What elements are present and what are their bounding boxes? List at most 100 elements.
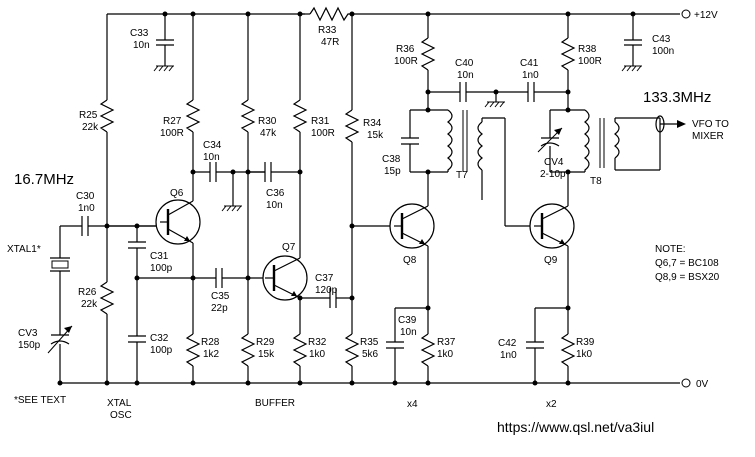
component-label-components-r34-value: 15k xyxy=(367,130,384,141)
x4-label: x4 xyxy=(407,399,418,410)
component-label-components-c31-ref: C31 xyxy=(150,251,169,262)
resistor-r26 xyxy=(99,281,115,315)
resistor-r36 xyxy=(420,37,436,71)
component-label-components-c38-ref: C38 xyxy=(382,154,401,165)
component-label-components-r36-ref: R36 xyxy=(396,44,415,55)
x2-label: x2 xyxy=(546,399,557,410)
ground-terminal xyxy=(681,378,691,388)
component-label-components-c33-value: 10n xyxy=(133,40,150,51)
component-label-components-r38-value: 100R xyxy=(578,56,602,67)
component-label-components-c42-value: 1n0 xyxy=(500,350,517,361)
resistor-r30 xyxy=(240,99,256,133)
capacitor-c41 xyxy=(527,82,535,102)
component-label-components-r39-ref: R39 xyxy=(576,337,595,348)
component-label-components-c37-ref: C37 xyxy=(315,273,334,284)
component-label-components-r38-ref: R38 xyxy=(578,44,597,55)
output-arrow xyxy=(677,120,686,128)
osc-label: OSC xyxy=(110,410,132,421)
positive-terminal xyxy=(681,9,691,19)
component-label-components-c43-value: 100n xyxy=(652,46,674,57)
component-label-components-r25-ref: R25 xyxy=(79,110,98,121)
coil-t7-secondary xyxy=(477,121,483,171)
resistor-r37 xyxy=(420,333,436,367)
junction-dots xyxy=(57,11,636,386)
source-url: https://www.qsl.net/va3iul xyxy=(497,419,654,435)
component-label-components-c34-ref: C34 xyxy=(203,140,222,151)
component-label-components-cv3-value: 150p xyxy=(18,340,41,351)
transistor-q6 xyxy=(155,199,201,245)
component-label-components-c30-ref: C30 xyxy=(76,191,95,202)
component-label-components-r35-ref: R35 xyxy=(360,337,379,348)
resistor-r27 xyxy=(185,99,201,133)
component-label-components-c35-value: 22p xyxy=(211,303,228,314)
component-label-components-c41-value: 1n0 xyxy=(522,70,539,81)
capacitor-c40 xyxy=(459,82,467,102)
coil-t8-secondary xyxy=(614,121,620,159)
resistor-r35 xyxy=(344,333,360,367)
ground-supply-label: 0V xyxy=(696,379,709,390)
component-label-components-c43-ref: C43 xyxy=(652,34,671,45)
resistor-r25 xyxy=(99,99,115,133)
component-label-components-q6-ref: Q6 xyxy=(170,188,184,199)
component-label-components-r28-value: 1k2 xyxy=(203,349,220,360)
component-label-components-c32-value: 100p xyxy=(150,345,173,356)
component-label-components-c39-ref: C39 xyxy=(398,315,417,326)
capacitor-c33 xyxy=(153,14,175,72)
output-frequency-label: 133.3MHz xyxy=(643,89,711,106)
buffer-label: BUFFER xyxy=(255,398,295,409)
component-label-components-cv4-value: 2-10p xyxy=(540,169,566,180)
resistor-r29 xyxy=(240,333,256,367)
component-label-components-c41-ref: C41 xyxy=(520,58,539,69)
crystal-xtal1 xyxy=(50,257,70,272)
transistor-q9 xyxy=(529,203,575,249)
component-label-components-cv3-ref: CV3 xyxy=(18,328,38,339)
capacitor-c43 xyxy=(621,14,643,72)
component-label-components-c33-ref: C33 xyxy=(130,28,149,39)
component-label-components-r37-ref: R37 xyxy=(437,337,456,348)
capacitor-c42 xyxy=(526,341,544,349)
component-label-components-c31-value: 100p xyxy=(150,263,173,274)
variable-capacitor-cv3 xyxy=(47,325,73,354)
resistor-r39 xyxy=(560,333,576,367)
resistor-r32 xyxy=(292,333,308,367)
component-label-components-r28-ref: R28 xyxy=(201,337,220,348)
capacitor-c34 xyxy=(209,162,217,182)
note-line-1: Q6,7 = BC108 xyxy=(655,258,719,269)
component-label-components-c32-ref: C32 xyxy=(150,333,169,344)
transistor-q8 xyxy=(389,203,435,249)
component-label-components-r33-ref: R33 xyxy=(318,25,337,36)
component-label-components-r32-value: 1k0 xyxy=(309,349,326,360)
resistor-r33 xyxy=(298,6,355,22)
capacitor-c38 xyxy=(401,137,419,145)
component-label-components-r34-ref: R34 xyxy=(363,118,382,129)
component-label-components-c38-value: 15p xyxy=(384,166,401,177)
component-label-components-c30-value: 1n0 xyxy=(78,203,95,214)
input-frequency-label: 16.7MHz xyxy=(14,171,74,188)
component-label-components-c39-value: 10n xyxy=(400,327,417,338)
component-label-components-r27-ref: R27 xyxy=(163,116,182,127)
see-text-label: *SEE TEXT xyxy=(14,395,66,406)
component-label-components-c42-ref: C42 xyxy=(498,338,517,349)
component-label-components-r35-value: 5k6 xyxy=(362,349,379,360)
resistor-r34 xyxy=(344,109,360,143)
output-label-line2: MIXER xyxy=(692,131,724,142)
component-label-components-c40-value: 10n xyxy=(457,70,474,81)
component-label-components-r39-value: 1k0 xyxy=(576,349,593,360)
coil-t8-primary xyxy=(584,109,590,172)
component-label-components-r31-ref: R31 xyxy=(311,116,330,127)
component-label-components-r27-value: 100R xyxy=(160,128,184,139)
variable-capacitor-cv4 xyxy=(537,127,563,153)
component-label-components-c36-value: 10n xyxy=(266,200,283,211)
component-label-components-q8-ref: Q8 xyxy=(403,255,417,266)
component-label-components-r36-value: 100R xyxy=(394,56,418,67)
component-label-components-c40-ref: C40 xyxy=(455,58,474,69)
component-label-components-q7-ref: Q7 xyxy=(282,242,296,253)
capacitor-c32 xyxy=(128,335,146,343)
component-label-components-r26-value: 22k xyxy=(81,299,98,310)
positive-supply-label: +12V xyxy=(694,10,718,21)
component-label-components-r30-ref: R30 xyxy=(258,116,277,127)
capacitor-c30 xyxy=(81,216,89,236)
component-label-components-t7-ref: T7 xyxy=(456,170,468,181)
coil-t7-primary xyxy=(447,109,453,172)
